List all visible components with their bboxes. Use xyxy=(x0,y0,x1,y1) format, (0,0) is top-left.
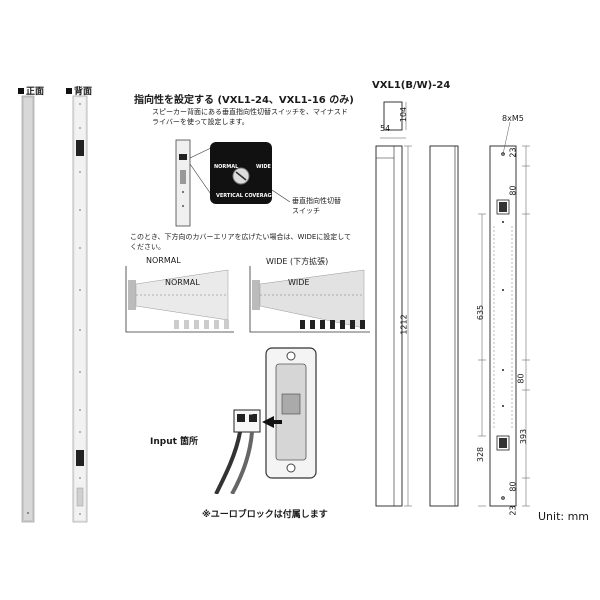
dim-lower-span: 393 xyxy=(519,428,529,445)
dim-top-offset: 23 xyxy=(508,147,518,158)
dim-top-bracket: 80 xyxy=(508,185,518,196)
model-name: VXL1(B/W)-24 xyxy=(372,80,451,91)
eurobloc-note: ※ユーロブロックは付属します xyxy=(202,510,328,520)
dim-bottom-bracket: 80 xyxy=(508,481,518,492)
dim-bottom-offset: 23 xyxy=(508,505,518,516)
coverage-normal-title: NORMAL xyxy=(146,256,181,265)
switch-illustration xyxy=(175,139,291,227)
front-outline-view xyxy=(375,145,403,507)
unit-label: Unit: mm xyxy=(538,510,590,523)
terminal-plus: + xyxy=(260,411,266,418)
switch-name-2: スイッチ xyxy=(292,207,320,215)
setting-note-2: ください。 xyxy=(130,243,165,251)
setting-note-1: このとき、下方向のカバーエリアを広げたい場合は、WIDEに設定して xyxy=(130,233,352,241)
setting-description-2: ライバーを使って設定します。 xyxy=(152,118,249,126)
switch-caption: VERTICAL COVERAGE xyxy=(216,193,275,199)
dim-bottom-span: 328 xyxy=(476,446,486,463)
front-view-label: 正面 xyxy=(18,84,44,97)
width-dimension: 54 xyxy=(380,124,391,133)
top-section-view xyxy=(383,101,403,131)
depth-dimension: 104 xyxy=(399,106,409,123)
setting-title: 指向性を設定する (VXL1-24、VXL1-16 のみ) xyxy=(134,95,354,106)
speaker-photo-views xyxy=(21,95,88,523)
coverage-wide-label: WIDE xyxy=(288,278,310,287)
coverage-normal-label: NORMAL xyxy=(165,278,200,287)
coverage-wide-diagram xyxy=(249,266,370,333)
dimension-drawing xyxy=(375,101,530,507)
back-view-speaker xyxy=(72,95,88,523)
coverage-wide-title: WIDE (下方拡張) xyxy=(266,257,329,266)
height-dimension: 1212 xyxy=(399,314,409,335)
dim-mid-bracket: 80 xyxy=(516,373,526,384)
coverage-normal-diagram xyxy=(125,266,234,333)
insert-arrow-icon xyxy=(262,416,282,428)
setting-description-1: スピーカー背面にある垂直指向性切替スイッチを、マイナスド xyxy=(152,108,348,116)
switch-normal-label: NORMAL xyxy=(214,164,239,170)
dim-upper-span: 635 xyxy=(476,304,486,321)
terminal-minus: − xyxy=(248,411,254,418)
front-view-speaker xyxy=(21,95,35,523)
back-view-label: 背面 xyxy=(66,84,92,97)
side-outline-view xyxy=(429,145,459,507)
switch-wide-label: WIDE xyxy=(256,164,271,170)
input-illustration xyxy=(214,347,317,494)
screw-spec: 8xM5 xyxy=(502,114,524,123)
input-label: Input 箇所 xyxy=(150,437,199,447)
coverage-diagrams xyxy=(125,266,370,333)
switch-name-1: 垂直指向性切替 xyxy=(292,197,341,205)
